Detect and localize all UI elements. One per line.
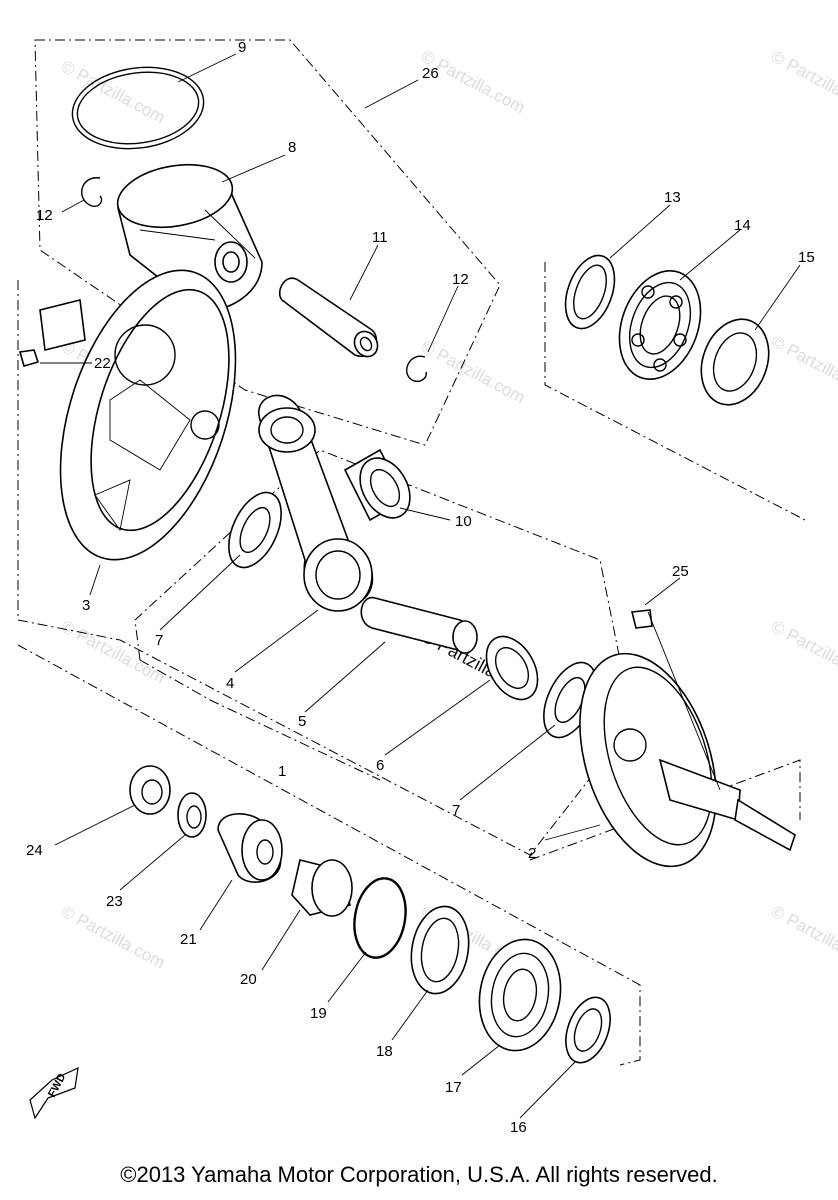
ball-bearing-lower: [478, 938, 562, 1052]
callout-label: 22: [94, 355, 111, 372]
crank-shim: [564, 254, 616, 330]
watermark: © Partzilla.com: [768, 332, 838, 403]
crank-half-right: [579, 652, 796, 868]
fwd-arrow-icon: FWD: [29, 1066, 79, 1120]
woodruff-key-right: [631, 609, 653, 629]
callout-label: 25: [672, 563, 689, 580]
callout-label: 6: [376, 757, 384, 774]
bushing: [291, 859, 353, 917]
crank-bearing: [618, 269, 702, 381]
callout-label: 3: [82, 597, 90, 614]
callout-label: 7: [452, 802, 460, 819]
watermark: © Partzilla.com: [768, 902, 838, 973]
big-end-bearing: [485, 635, 539, 701]
crank-pin: [360, 597, 478, 654]
callout-label: 2: [528, 845, 536, 862]
small-end-bearing: [343, 448, 411, 522]
callout-label: 21: [180, 931, 197, 948]
callout-label: 14: [734, 217, 751, 234]
needle-bearing: [410, 905, 470, 995]
callout-label: 24: [26, 842, 43, 859]
copyright-notice: ©2013 Yamaha Motor Corporation, U.S.A. A…: [120, 1162, 718, 1187]
o-ring: [353, 877, 407, 959]
callout-label: 16: [510, 1119, 527, 1136]
callout-label: 12: [452, 271, 469, 288]
watermark: © Partzilla.com: [768, 617, 838, 688]
piston-ring: [71, 66, 205, 150]
callout-label: 11: [372, 229, 388, 246]
woodruff-key-left: [18, 349, 40, 367]
callout-label: 23: [106, 893, 123, 910]
callout-label: 19: [310, 1005, 327, 1022]
thrust-washer-left: [228, 491, 282, 569]
callout-label: 13: [664, 189, 681, 206]
watermark: © Partzilla.com: [58, 617, 168, 688]
callout-labels: 9 26 8 12 11 12 13 14 15 22 10 3 7 25 4 …: [26, 39, 815, 1136]
callout-label: 15: [798, 249, 815, 266]
crank-half-left: [39, 269, 237, 561]
callout-label: 5: [298, 713, 306, 730]
circlip-right: [406, 355, 427, 382]
shim-lower: [565, 996, 611, 1064]
callout-label: 4: [226, 675, 234, 692]
callout-label: 9: [238, 39, 246, 56]
callout-label: 7: [155, 632, 163, 649]
watermark: © Partzilla.com: [58, 902, 168, 973]
callout-label: 26: [422, 65, 439, 82]
spacer-collar: [129, 765, 171, 815]
circlip-left: [81, 177, 103, 208]
watermark: © Partzilla.com: [418, 47, 528, 118]
callout-label: 17: [445, 1079, 462, 1096]
watermark: © Partzilla.com: [418, 337, 528, 408]
washer: [177, 792, 207, 838]
callout-label: 12: [36, 207, 53, 224]
callout-label: 10: [455, 513, 472, 530]
piston-pin: [278, 277, 379, 358]
leader-lines: [40, 53, 801, 1119]
watermark: © Partzilla.com: [768, 47, 838, 118]
callout-label: 8: [288, 139, 296, 156]
callout-label: 18: [376, 1043, 393, 1060]
connecting-rod: [257, 394, 374, 612]
callout-label: 20: [240, 971, 257, 988]
oil-seal: [700, 318, 770, 406]
primary-drive-gear: [217, 813, 283, 883]
callout-label: 1: [278, 763, 286, 780]
